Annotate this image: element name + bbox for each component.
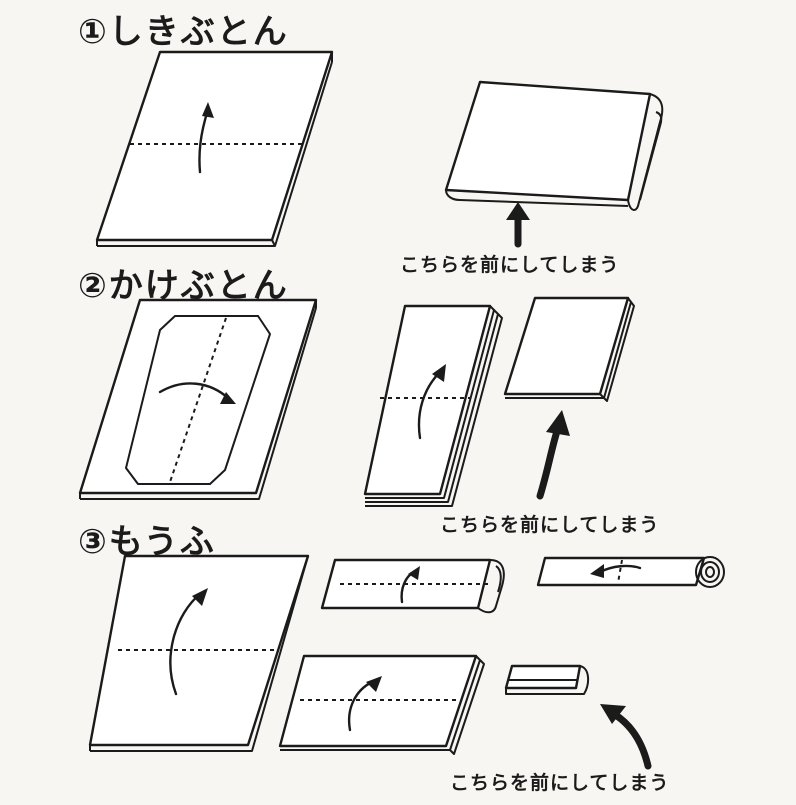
- moufu-roll: [536, 556, 725, 588]
- front-arrow-1-head: [506, 202, 530, 220]
- caption-moufu: こちらを前にしてしまう: [450, 772, 670, 794]
- fold-arrow-icon: [202, 102, 214, 118]
- shikibuton-folded: [444, 80, 664, 211]
- caption-kakebuton: こちらを前にしてしまう: [440, 514, 660, 536]
- front-arrow-3: [610, 710, 652, 770]
- kakebuton-half: [363, 304, 503, 507]
- moufu-quarter: [278, 654, 485, 755]
- front-arrow-2: [536, 424, 562, 500]
- fold-arrow-icon: [408, 566, 420, 580]
- fold-line: [169, 317, 227, 483]
- fold-arrow-icon: [432, 364, 446, 382]
- section-title-shikibuton: ①しきぶとん: [78, 12, 289, 52]
- moufu-folded: [504, 664, 590, 695]
- caption-shikibuton: こちらを前にしてしまう: [400, 254, 620, 276]
- shikibuton-flat: [95, 50, 334, 247]
- moufu-half: [320, 558, 505, 614]
- section-title-kakebuton: ②かけぶとん: [78, 266, 289, 306]
- kakebuton-flat: [78, 298, 318, 500]
- fold-arrow-icon: [590, 564, 604, 578]
- fold-arrow-icon: [366, 676, 382, 692]
- front-arrow-2-head: [546, 410, 570, 436]
- moufu-flat: [88, 554, 310, 752]
- section-title-moufu: ③もうふ: [78, 522, 216, 562]
- fold-arrow-icon: [220, 392, 236, 404]
- kakebuton-quarter: [503, 296, 635, 402]
- fold-arrow-icon: [192, 588, 208, 606]
- front-arrow-3-head: [600, 704, 626, 724]
